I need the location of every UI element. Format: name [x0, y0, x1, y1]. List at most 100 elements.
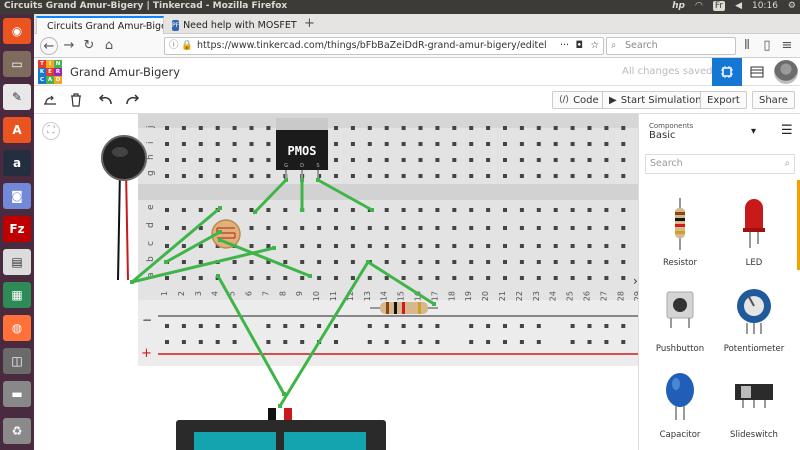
breadboard-hole[interactable]	[198, 158, 203, 162]
home-icon[interactable]: ⌂	[104, 38, 114, 53]
volume-icon[interactable]: ◀	[735, 1, 742, 11]
breadboard-hole[interactable]	[283, 208, 288, 212]
breadboard-hole[interactable]	[367, 174, 372, 178]
rail-hole[interactable]	[469, 324, 474, 328]
breadboard-hole[interactable]	[165, 276, 169, 280]
breadboard-hole[interactable]	[266, 260, 271, 264]
wire-green[interactable]	[218, 238, 312, 278]
wire-endpoint[interactable]	[370, 208, 374, 212]
breadboard-hole[interactable]	[503, 226, 507, 230]
ubuntu-logo-icon[interactable]: ◉	[3, 18, 31, 44]
breadboard-hole[interactable]	[536, 260, 541, 264]
wire-endpoint[interactable]	[164, 260, 168, 264]
rail-hole[interactable]	[283, 340, 288, 344]
rail-hole[interactable]	[486, 324, 491, 328]
breadboard-hole[interactable]	[519, 276, 524, 280]
breadboard-hole[interactable]	[283, 260, 288, 264]
firefox-icon[interactable]: ◍	[3, 315, 31, 341]
wire-endpoint[interactable]	[282, 392, 286, 396]
rail-hole[interactable]	[266, 340, 271, 344]
breadboard-hole[interactable]	[300, 276, 305, 280]
forward-icon[interactable]: →	[63, 38, 75, 53]
rail-hole[interactable]	[621, 340, 626, 344]
component-resistor[interactable]: Resistor	[645, 194, 715, 274]
breadboard-hole[interactable]	[334, 276, 338, 280]
breadboard-hole[interactable]	[300, 226, 305, 230]
bookmark-star-icon[interactable]: ☆	[590, 38, 599, 54]
breadboard-hole[interactable]	[401, 226, 406, 230]
rail-hole[interactable]	[317, 324, 322, 328]
component-potentiometer[interactable]: Potentiometer	[719, 280, 789, 360]
breadboard-hole[interactable]	[317, 260, 322, 264]
breadboard-hole[interactable]	[435, 260, 440, 264]
breadboard-hole[interactable]	[165, 142, 169, 146]
screenshot-icon[interactable]: ◫	[3, 348, 31, 374]
breadboard-hole[interactable]	[604, 276, 609, 280]
tab-mosfet-help[interactable]: PF Need help with MOSFET ×	[166, 16, 298, 34]
mosfet-body[interactable]	[276, 130, 328, 170]
breadboard-hole[interactable]	[452, 174, 457, 178]
breadboard-hole[interactable]	[181, 142, 186, 146]
breadboard-hole[interactable]	[486, 244, 491, 248]
breadboard-hole[interactable]	[435, 158, 440, 162]
clock[interactable]: 10:16	[751, 1, 778, 11]
rail-hole[interactable]	[367, 340, 372, 344]
breadboard-hole[interactable]	[418, 244, 423, 248]
breadboard-hole[interactable]	[181, 208, 186, 212]
breadboard-hole[interactable]	[215, 158, 220, 162]
breadboard-hole[interactable]	[486, 276, 491, 280]
breadboard-hole[interactable]	[266, 208, 271, 212]
breadboard-hole[interactable]	[232, 276, 237, 280]
breadboard-hole[interactable]	[367, 142, 372, 146]
breadboard-hole[interactable]	[165, 226, 169, 230]
software-center-icon[interactable]: A	[3, 117, 31, 143]
breadboard-hole[interactable]	[215, 174, 220, 178]
components-category-select[interactable]: Basic	[649, 130, 676, 141]
drive-icon[interactable]: ▬	[3, 381, 31, 407]
rail-hole[interactable]	[215, 324, 220, 328]
rail-hole[interactable]	[570, 324, 575, 328]
breadboard-hole[interactable]	[401, 208, 406, 212]
breadboard-hole[interactable]	[249, 226, 254, 230]
breadboard-hole[interactable]	[486, 226, 491, 230]
breadboard-hole[interactable]	[452, 158, 457, 162]
keyboard-layout[interactable]: Fr	[712, 1, 726, 11]
circuit-view-button[interactable]	[712, 58, 742, 86]
breadboard-hole[interactable]	[181, 244, 186, 248]
rail-hole[interactable]	[232, 340, 237, 344]
breadboard-hole[interactable]	[401, 174, 406, 178]
wire-endpoint[interactable]	[253, 210, 257, 214]
wire-endpoint[interactable]	[218, 206, 222, 210]
undo-button[interactable]	[98, 91, 112, 109]
breadboard-hole[interactable]	[215, 126, 220, 130]
component-pushbutton[interactable]: Pushbutton	[645, 280, 715, 360]
breadboard-hole[interactable]	[384, 142, 389, 146]
breadboard-hole[interactable]	[334, 260, 338, 264]
rail-hole[interactable]	[367, 324, 372, 328]
breadboard-hole[interactable]	[384, 260, 389, 264]
hp-icon[interactable]: hp	[672, 1, 685, 11]
component-slideswitch[interactable]: Slideswitch	[719, 366, 789, 446]
breadboard-hole[interactable]	[384, 208, 389, 212]
breadboard-hole[interactable]	[469, 126, 474, 130]
breadboard-hole[interactable]	[249, 260, 254, 264]
breadboard-hole[interactable]	[418, 226, 423, 230]
wire-endpoint[interactable]	[218, 230, 222, 234]
battery-terminal-negative[interactable]	[268, 408, 276, 420]
breadboard-hole[interactable]	[604, 158, 609, 162]
breadboard-hole[interactable]	[334, 126, 338, 130]
breadboard-hole[interactable]	[350, 174, 355, 178]
breadboard-hole[interactable]	[198, 174, 203, 178]
breadboard-hole[interactable]	[519, 142, 524, 146]
breadboard-hole[interactable]	[367, 126, 372, 130]
rail-hole[interactable]	[300, 340, 305, 344]
breadboard-hole[interactable]	[181, 276, 186, 280]
breadboard-hole[interactable]	[317, 276, 322, 280]
breadboard-hole[interactable]	[486, 208, 491, 212]
breadboard-hole[interactable]	[452, 260, 457, 264]
breadboard-hole[interactable]	[350, 126, 355, 130]
breadboard-hole[interactable]	[198, 126, 203, 130]
rail-hole[interactable]	[334, 324, 338, 328]
rail-hole[interactable]	[536, 324, 541, 328]
breadboard-hole[interactable]	[621, 142, 626, 146]
